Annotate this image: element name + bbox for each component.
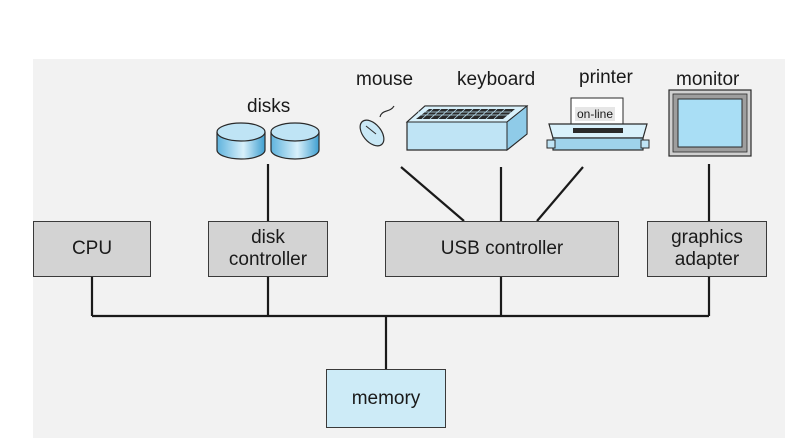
memory-box: memory [326, 369, 446, 428]
disk-controller-label: disk controller [228, 227, 308, 270]
memory-label: memory [351, 387, 421, 409]
keyboard-label: keyboard [457, 69, 536, 90]
printer-display-label: on-line [575, 107, 616, 121]
cpu-box: CPU [33, 221, 151, 277]
graphics-adapter-label: graphics adapter [671, 227, 743, 270]
disk-controller-box: disk controller [208, 221, 328, 277]
usb-controller-label: USB controller [440, 238, 564, 259]
monitor-label: monitor [676, 69, 740, 90]
monitor-icon [668, 89, 752, 157]
printer-icon [546, 97, 650, 151]
usb-controller-box: USB controller [385, 221, 619, 277]
disk-icon [216, 122, 320, 160]
keyboard-icon [405, 104, 529, 152]
cpu-label: CPU [71, 238, 113, 259]
mouse-icon [359, 105, 395, 147]
mouse-link [400, 166, 465, 222]
printer-link [536, 166, 584, 222]
mouse-label: mouse [356, 69, 414, 90]
printer-label: printer [579, 67, 633, 88]
disks-label: disks [247, 96, 291, 117]
graphics-adapter-box: graphics adapter [647, 221, 767, 277]
